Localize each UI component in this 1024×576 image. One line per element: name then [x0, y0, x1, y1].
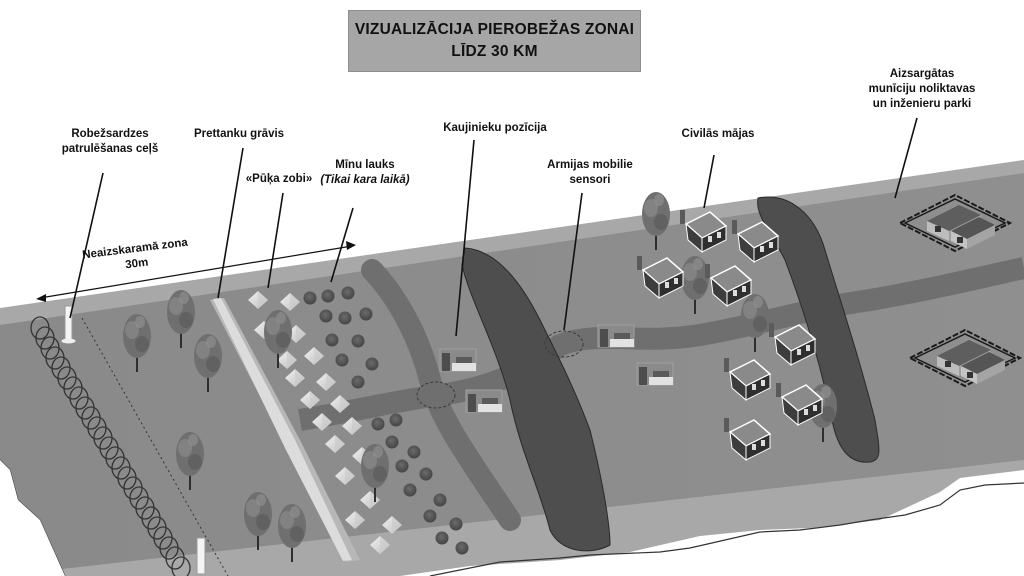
- label-line: Mīnu lauks: [335, 159, 395, 171]
- title-line-1: VIZUALIZĀCIJA PIEROBEŽAS ZONAI: [354, 21, 635, 38]
- label-line: sensori: [569, 174, 611, 186]
- label-line: «Pūķa zobi»: [245, 173, 313, 185]
- label-line: Aizsargātas: [889, 68, 955, 80]
- label-border-patrol-road: Robežsardzes patrulēšanas ceļš: [62, 127, 159, 157]
- callout-lines: [69, 117, 918, 337]
- label-protected-depots: Aizsargātas munīciju noliktavas un inžen…: [869, 67, 976, 112]
- label-minefield: Mīnu lauks (Tikai kara laikā): [320, 158, 409, 188]
- dark-ditch-1: [461, 247, 611, 552]
- border-post: [61, 305, 206, 575]
- label-infantry-position: Kaujinieku pozīcija: [443, 121, 547, 136]
- title-line-2: LĪDZ 30 KM: [451, 43, 538, 60]
- label-line: munīciju noliktavas: [868, 83, 976, 95]
- label-line: Kaujinieku pozīcija: [443, 122, 547, 134]
- label-line: (Tikai kara laikā): [320, 174, 410, 186]
- label-line: Civilās mājas: [681, 128, 755, 140]
- label-dragon-teeth: «Pūķa zobi»: [246, 172, 312, 187]
- label-line: Prettanku grāvis: [193, 128, 285, 140]
- label-line: patrulēšanas ceļš: [61, 143, 159, 155]
- dark-ditch-2: [757, 196, 880, 463]
- diagram-title: VIZUALIZĀCIJA PIEROBEŽAS ZONAI LĪDZ 30 K…: [348, 10, 641, 72]
- label-line: Armijas mobilie: [547, 159, 633, 171]
- label-anti-tank-ditch: Prettanku grāvis: [194, 127, 284, 142]
- concertina-wire: [30, 316, 191, 576]
- zone-arrow: [36, 241, 356, 302]
- label-line: Robežsardzes: [71, 128, 149, 140]
- main-road: [298, 257, 1024, 431]
- label-civilian-houses: Civilās mājas: [682, 127, 755, 142]
- road-cross: [361, 259, 521, 531]
- label-army-mobile-sensors: Armijas mobilie sensori: [547, 158, 633, 188]
- label-line: un inženieru parki: [872, 98, 972, 110]
